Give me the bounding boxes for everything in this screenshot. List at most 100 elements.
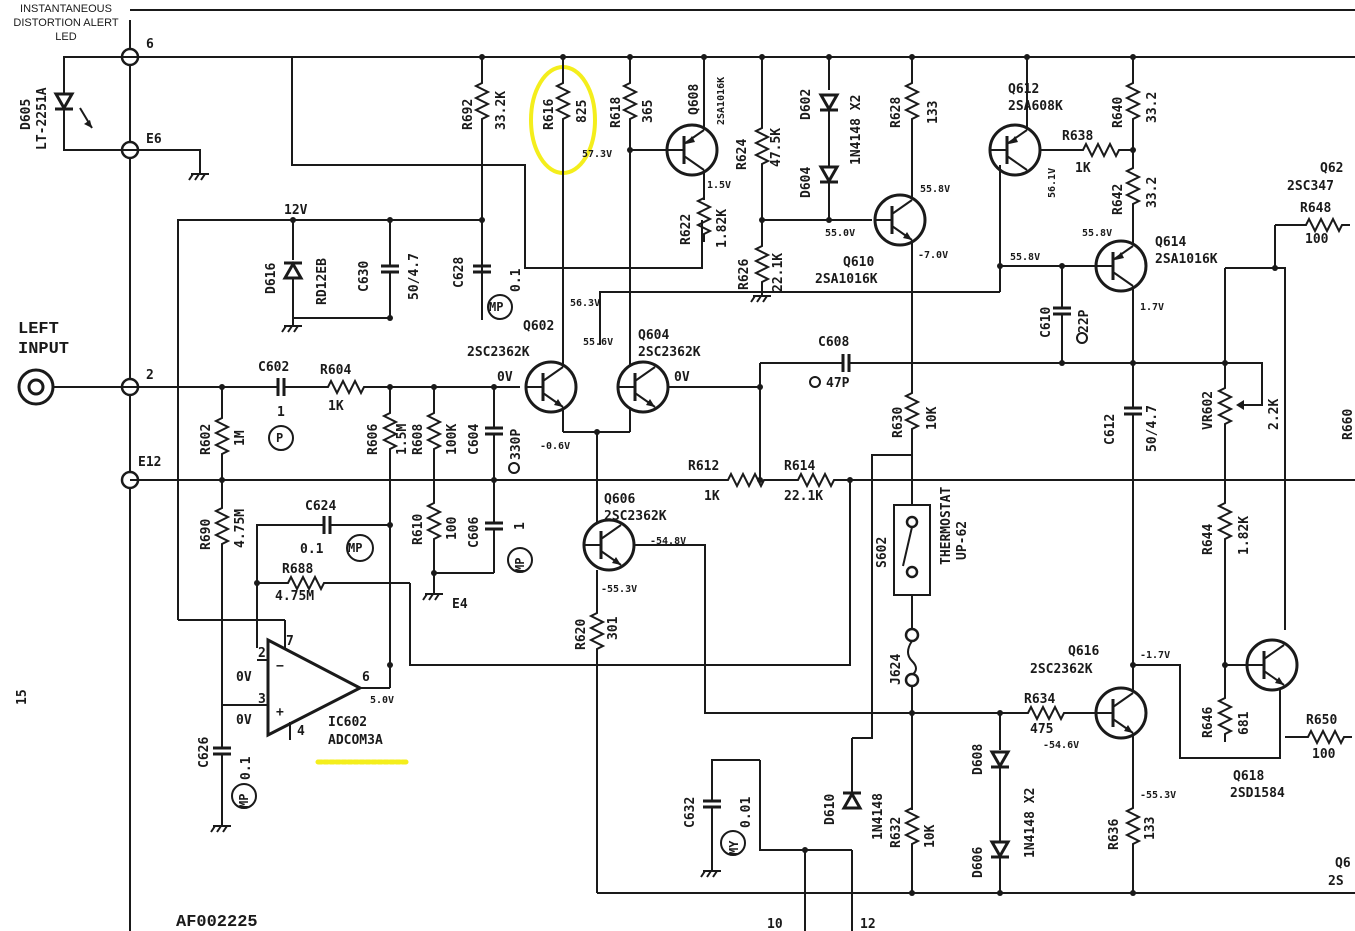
svg-text:-55.3V: -55.3V (1140, 790, 1176, 801)
svg-text:VR602: VR602 (1201, 391, 1216, 430)
svg-text:Q62: Q62 (1320, 161, 1343, 176)
svg-text:C630: C630 (357, 261, 372, 292)
svg-text:1M: 1M (233, 430, 248, 446)
svg-text:R632: R632 (889, 817, 904, 848)
svg-text:1K: 1K (328, 399, 344, 414)
c606-capacitor: C606 MP 1 (467, 480, 533, 573)
r690-resistor: R690 4.75M (199, 480, 248, 648)
svg-text:LED: LED (55, 31, 76, 43)
svg-text:1N4148: 1N4148 (871, 793, 886, 840)
svg-text:C612: C612 (1103, 414, 1118, 445)
svg-text:R690: R690 (199, 519, 214, 550)
svg-text:1N4148 X2: 1N4148 X2 (849, 95, 864, 165)
svg-text:10K: 10K (923, 824, 938, 848)
r636-resistor: R636 133 (1107, 799, 1158, 893)
svg-text:1: 1 (277, 405, 285, 420)
vr602-potentiometer: VR602 2.2K (1201, 268, 1282, 495)
svg-text:2SA1016K: 2SA1016K (716, 77, 727, 125)
svg-text:C604: C604 (467, 424, 482, 455)
svg-text:57.3V: 57.3V (582, 149, 612, 160)
svg-text:J624: J624 (889, 654, 904, 685)
svg-text:C602: C602 (258, 360, 289, 375)
svg-text:R620: R620 (574, 619, 589, 650)
svg-text:S602: S602 (875, 537, 890, 568)
svg-text:R638: R638 (1062, 129, 1093, 144)
svg-text:Q612: Q612 (1008, 82, 1039, 97)
svg-text:P: P (276, 431, 283, 445)
svg-text:ADCOM3A: ADCOM3A (328, 733, 383, 748)
svg-text:D608: D608 (971, 744, 986, 775)
svg-text:Q614: Q614 (1155, 235, 1186, 250)
svg-text:0V: 0V (674, 370, 690, 385)
svg-text:2SD1584: 2SD1584 (1230, 786, 1285, 801)
svg-text:0V: 0V (236, 713, 252, 728)
svg-text:MP: MP (348, 541, 362, 555)
d610-diode: D610 1N4148 (823, 455, 886, 931)
r660-label: R660 (1341, 409, 1355, 440)
svg-text:47P: 47P (826, 376, 850, 391)
svg-text:R604: R604 (320, 363, 351, 378)
svg-text:-1.7V: -1.7V (1140, 650, 1170, 661)
c632-capacitor: C632 MY 0.01 (683, 759, 760, 878)
r634-resistor: R634 475 (1019, 692, 1073, 737)
svg-text:56.3V: 56.3V (570, 298, 600, 309)
svg-text:2SC2362K: 2SC2362K (1030, 662, 1093, 677)
d616-zener: 12V D616 RD12EB (264, 203, 330, 333)
svg-text:100: 100 (1312, 747, 1336, 762)
page-number: 15 (15, 689, 30, 705)
svg-text:100: 100 (445, 516, 460, 540)
q604-transistor: Q604 2SC2362K (616, 328, 701, 432)
svg-text:0V: 0V (236, 670, 252, 685)
svg-text:R612: R612 (688, 459, 719, 474)
r608-resistor: R608 100K (411, 387, 460, 495)
svg-text:D610: D610 (823, 794, 838, 825)
svg-text:22.1K: 22.1K (771, 253, 786, 292)
svg-text:C606: C606 (467, 517, 482, 548)
c610-capacitor: C610 22P (1039, 266, 1092, 363)
svg-text:LEFT: LEFT (18, 320, 59, 339)
svg-text:Q604: Q604 (638, 328, 669, 343)
svg-text:330P: 330P (509, 429, 524, 460)
svg-text:2SC347: 2SC347 (1287, 179, 1334, 194)
svg-text:-54.6V: -54.6V (1043, 740, 1079, 751)
svg-text:2SA1016K: 2SA1016K (815, 272, 878, 287)
svg-text:475: 475 (1030, 722, 1053, 737)
svg-text:2SC2362K: 2SC2362K (467, 345, 530, 360)
r688-resistor: R688 4.75M (275, 562, 410, 604)
svg-text:Q606: Q606 (604, 492, 635, 507)
svg-text:R634: R634 (1024, 692, 1055, 707)
svg-text:R636: R636 (1107, 819, 1122, 850)
d605-led: D605 LT-2251A (19, 56, 130, 151)
svg-text:301: 301 (606, 616, 621, 640)
svg-text:133: 133 (1143, 817, 1158, 840)
svg-text:22P: 22P (1077, 309, 1092, 333)
r610-resistor: R610 100 E4 (411, 494, 468, 612)
r640-resistor: R640 33.2 (1111, 57, 1160, 160)
svg-text:1.82K: 1.82K (715, 209, 730, 248)
r638-resistor: R638 1K (1062, 129, 1128, 176)
terminal-e6: E6 (120, 132, 162, 160)
svg-text:33.2: 33.2 (1145, 92, 1160, 123)
q608-transistor: Q608 2SA1016K (665, 57, 727, 200)
svg-text:825: 825 (575, 100, 590, 123)
svg-text:55.8V: 55.8V (1010, 252, 1040, 263)
svg-text:2S: 2S (1328, 874, 1344, 889)
svg-text:Q618: Q618 (1233, 769, 1264, 784)
svg-text:R648: R648 (1300, 201, 1331, 216)
r616-resistor: R616 825 (542, 57, 590, 345)
svg-text:1K: 1K (704, 489, 720, 504)
c624-capacitor: C624 0.1 MP (300, 499, 390, 562)
svg-text:C624: C624 (305, 499, 336, 514)
svg-text:RD12EB: RD12EB (315, 258, 330, 305)
svg-text:E6: E6 (146, 132, 162, 147)
q612-transistor: Q612 2SA608K (988, 57, 1063, 177)
q620-label: Q62 2SC347 (1287, 161, 1343, 194)
r622-resistor: R622 1.82K (679, 189, 730, 248)
svg-text:Q616: Q616 (1068, 644, 1099, 659)
svg-text:33.2: 33.2 (1145, 177, 1160, 208)
svg-text:UP-62: UP-62 (955, 521, 970, 560)
svg-text:R610: R610 (411, 514, 426, 545)
svg-text:0.1: 0.1 (239, 756, 254, 780)
svg-text:2SA1016K: 2SA1016K (1155, 252, 1218, 267)
r624-resistor: R624 47.5K (735, 57, 784, 173)
